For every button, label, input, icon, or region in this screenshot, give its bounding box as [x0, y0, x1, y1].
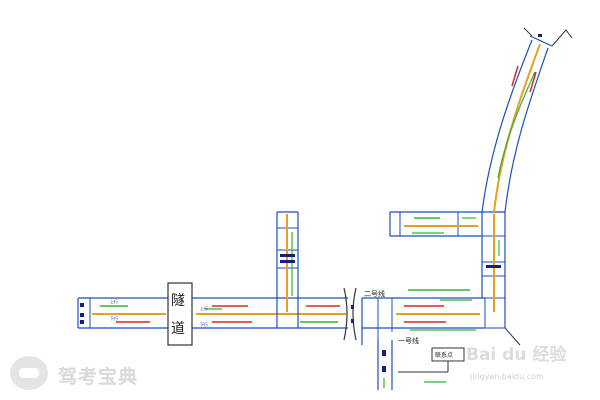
cross-navy-marker-1: [351, 305, 354, 309]
tunnel-rect: [167, 282, 193, 346]
lower-branch: [377, 340, 393, 390]
left-corridor: 上行 下行: [77, 297, 168, 329]
curve-top-tick-left: [523, 27, 533, 37]
curve-inner-rail: [481, 39, 533, 213]
curve-outer-rail: [504, 47, 549, 213]
curve-red-mark-2: [529, 71, 537, 93]
lower-navy-marker-1: [382, 350, 386, 356]
shaft-navy-marker-1: [280, 254, 295, 257]
curve-orange-track: [493, 43, 541, 213]
upper-right-block: [389, 211, 505, 237]
line-two-label: 二号线: [364, 289, 385, 298]
curve-green-track: [497, 71, 536, 179]
curve-red-mark-1: [511, 65, 519, 87]
brand-watermark: 驾考宝典: [58, 366, 139, 388]
brand-logo-icon: [10, 356, 48, 390]
mid-up-label: 上行: [200, 305, 208, 311]
rv-exit-line: [504, 327, 521, 346]
left-navy-marker-3: [80, 320, 84, 324]
shaft-navy-marker-2: [280, 260, 295, 263]
curved-line: [481, 27, 573, 213]
tunnel-char-1: 隧: [171, 293, 185, 309]
station-label: 联系点: [435, 351, 453, 359]
tunnel-box: 隧 道: [167, 282, 193, 346]
baidu-url: jingyan.baidu.com: [470, 372, 544, 381]
station-box: 联系点: [398, 347, 465, 383]
baidu-watermark: Bai du 经验: [466, 345, 567, 365]
rv-navy-marker: [486, 265, 501, 268]
left-down-label: 下行: [110, 315, 118, 321]
left-navy-marker-1: [80, 303, 84, 307]
curve-top-tick-right: [551, 29, 573, 47]
mid-down-label: 下行: [200, 321, 208, 327]
line-one-label: 一号线: [398, 336, 419, 345]
right-corridor: 二号线 一号线: [361, 289, 485, 345]
lower-navy-marker-2: [382, 366, 386, 372]
tunnel-char-2: 道: [171, 321, 185, 337]
curve-navy-marker: [538, 34, 542, 37]
crossover-gap: [343, 287, 357, 341]
cross-navy-marker-2: [351, 319, 354, 323]
right-vertical: [481, 212, 521, 346]
curve-end-cap: [529, 35, 553, 47]
left-navy-marker-2: [80, 313, 84, 317]
vertical-shaft: [276, 211, 299, 328]
middle-corridor: 上行 下行: [192, 297, 348, 329]
bracket-right: [352, 287, 357, 341]
left-up-label: 上行: [110, 298, 118, 304]
bracket-left: [343, 287, 348, 341]
